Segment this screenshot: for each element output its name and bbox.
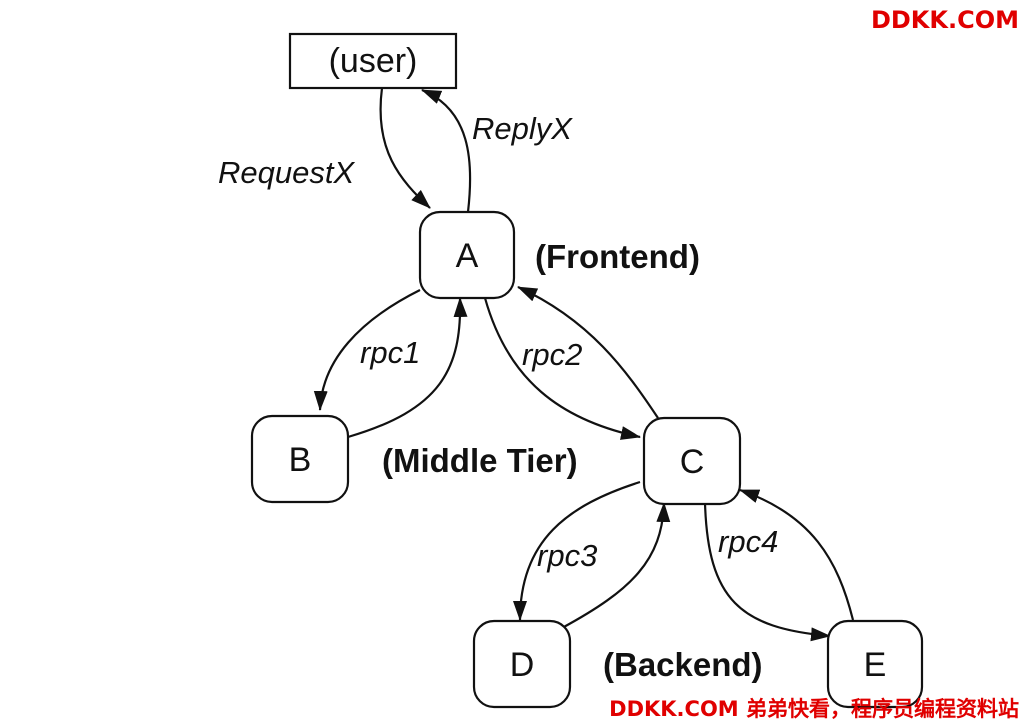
node-a-box (418, 210, 516, 300)
edge-reply-a-to-user (421, 88, 472, 213)
edge-label-rpc3: rpc3 (537, 538, 597, 573)
tier-label-frontend: (Frontend) (535, 238, 700, 275)
tier-label-middle: (Middle Tier) (382, 442, 578, 479)
node-user-label: (user) (329, 42, 418, 80)
edge-rpc1-b-to-a (347, 297, 468, 439)
edge-rpc1-a-to-b (313, 289, 421, 411)
edge-rpc3-c-to-d (513, 480, 641, 621)
edge-rpc4-c-to-e (703, 502, 831, 642)
edge-label-rpc4: rpc4 (718, 524, 778, 559)
edge-label-reply: ReplyX (472, 111, 573, 146)
edge-label-rpc1: rpc1 (360, 335, 420, 370)
node-d-label: D (510, 646, 535, 684)
edge-rpc4-e-to-c (739, 488, 855, 621)
node-c-box (642, 416, 742, 506)
node-e-label: E (864, 646, 887, 684)
edge-rpc2-a-to-c (483, 297, 641, 440)
edge-rpc2-c-to-a (517, 286, 659, 419)
tier-label-backend: (Backend) (603, 646, 763, 683)
watermark-top: DDKK.COM (871, 6, 1019, 34)
node-e-box (826, 619, 924, 709)
edge-label-request: RequestX (218, 155, 355, 190)
node-c-label: C (680, 443, 705, 481)
node-b-box (250, 414, 350, 504)
node-user-box (288, 32, 458, 90)
edge-rpc3-d-to-c (561, 502, 671, 629)
edge-label-rpc2: rpc2 (522, 337, 582, 372)
node-b-label: B (289, 441, 312, 479)
edge-request-user-to-a (379, 87, 431, 209)
watermark-bottom: DDKK.COM 弟弟快看，程序员编程资料站 (609, 697, 1019, 721)
node-a-label: A (456, 237, 479, 275)
node-d-box (472, 619, 572, 709)
